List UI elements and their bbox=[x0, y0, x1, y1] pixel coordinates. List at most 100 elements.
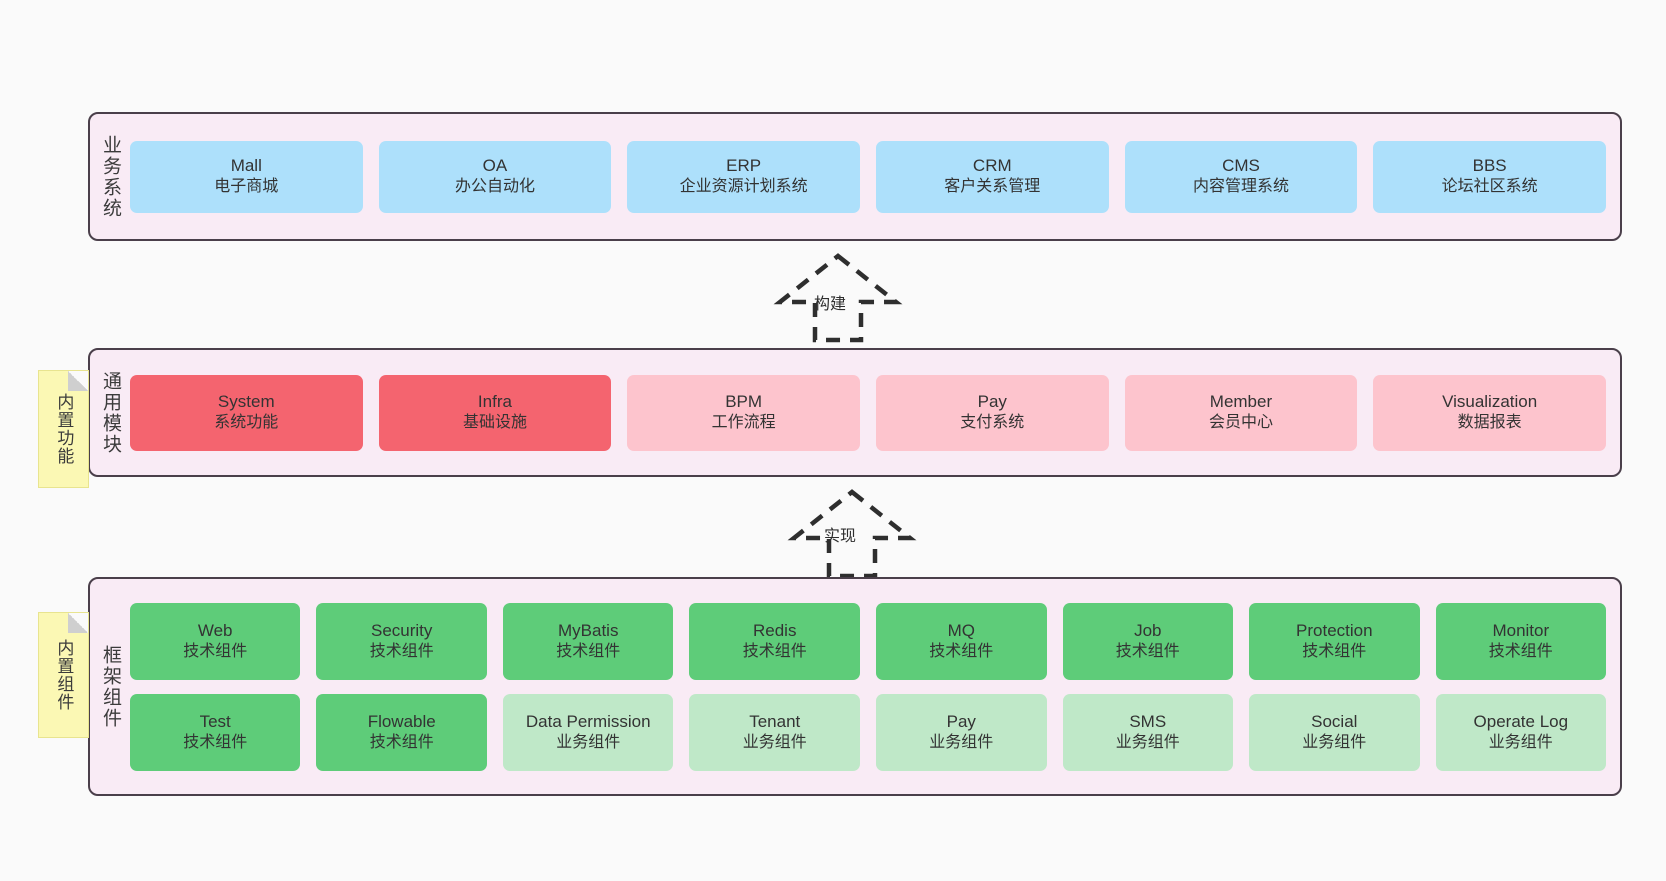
layer-title-business-system: 业务系统 bbox=[99, 134, 121, 219]
arrow-build: 构建 bbox=[748, 252, 928, 344]
card-title: CMS bbox=[1222, 156, 1260, 176]
card-title: BBS bbox=[1472, 156, 1507, 176]
card-title: Protection bbox=[1296, 620, 1373, 640]
card-title: System bbox=[217, 392, 275, 412]
card-title: Flowable bbox=[367, 711, 436, 731]
card-title: Mall bbox=[230, 156, 262, 176]
card-row: Test 技术组件 Flowable 技术组件 Data Permission … bbox=[129, 693, 1607, 771]
card-subtitle: 技术组件 bbox=[556, 642, 621, 660]
card-title: Redis bbox=[753, 620, 797, 640]
card-web[interactable]: Web 技术组件 bbox=[129, 602, 301, 680]
card-subtitle: 基础设施 bbox=[462, 414, 527, 432]
card-subtitle: 电子商城 bbox=[214, 178, 279, 196]
card-subtitle: 业务组件 bbox=[929, 733, 994, 751]
card-title: Data Permission bbox=[525, 711, 651, 731]
card-pay-module[interactable]: Pay 支付系统 bbox=[875, 374, 1109, 451]
note-label: 内置组件 bbox=[54, 639, 74, 711]
card-subtitle: 工作流程 bbox=[711, 414, 776, 432]
card-subtitle: 支付系统 bbox=[960, 414, 1025, 432]
layer-body-framework-component: Web 技术组件 Security 技术组件 MyBatis 技术组件 Redi… bbox=[126, 579, 1620, 794]
card-flowable[interactable]: Flowable 技术组件 bbox=[316, 693, 487, 771]
card-data-permission[interactable]: Data Permission 业务组件 bbox=[502, 693, 674, 771]
card-test[interactable]: Test 技术组件 bbox=[129, 693, 301, 771]
card-subtitle: 技术组件 bbox=[369, 733, 434, 751]
card-title: Operate Log bbox=[1473, 711, 1569, 731]
note-builtin-function: 内置功能 bbox=[38, 370, 89, 488]
card-subtitle: 办公自动化 bbox=[454, 178, 535, 196]
card-subtitle: 技术组件 bbox=[369, 642, 434, 660]
card-mall[interactable]: Mall 电子商城 bbox=[129, 140, 363, 213]
dashed-hollow-arrow-icon bbox=[787, 489, 917, 579]
layer-title-common-module: 通用模块 bbox=[99, 370, 121, 455]
card-pay-component[interactable]: Pay 业务组件 bbox=[876, 693, 1047, 771]
card-subtitle: 业务组件 bbox=[1302, 733, 1367, 751]
card-operate-log[interactable]: Operate Log 业务组件 bbox=[1435, 693, 1607, 771]
card-visualization[interactable]: Visualization 数据报表 bbox=[1373, 374, 1606, 451]
card-infra[interactable]: Infra 基础设施 bbox=[378, 374, 612, 451]
card-system[interactable]: System 系统功能 bbox=[129, 374, 363, 451]
card-tenant[interactable]: Tenant 业务组件 bbox=[689, 693, 860, 771]
card-subtitle: 业务组件 bbox=[556, 733, 621, 751]
card-subtitle: 系统功能 bbox=[214, 414, 279, 432]
card-job[interactable]: Job 技术组件 bbox=[1062, 602, 1234, 680]
card-title: MyBatis bbox=[557, 620, 619, 640]
card-subtitle: 数据报表 bbox=[1457, 414, 1522, 432]
layer-framework-component: 框架组件 Web 技术组件 Security 技术组件 MyBatis 技术组件… bbox=[88, 577, 1622, 796]
card-subtitle: 技术组件 bbox=[742, 642, 807, 660]
card-title: MQ bbox=[947, 620, 975, 640]
card-mq[interactable]: MQ 技术组件 bbox=[876, 602, 1047, 680]
card-security[interactable]: Security 技术组件 bbox=[316, 602, 487, 680]
card-title: Social bbox=[1311, 711, 1358, 731]
card-bpm[interactable]: BPM 工作流程 bbox=[627, 374, 860, 451]
card-title: BPM bbox=[725, 392, 763, 412]
card-title: Security bbox=[371, 620, 433, 640]
layer-body-common-module: System 系统功能 Infra 基础设施 BPM 工作流程 Pay 支付系统… bbox=[126, 350, 1620, 475]
layer-common-module: 通用模块 System 系统功能 Infra 基础设施 BPM 工作流程 Pay… bbox=[88, 348, 1622, 477]
card-title: Job bbox=[1134, 620, 1162, 640]
card-erp[interactable]: ERP 企业资源计划系统 bbox=[627, 140, 860, 213]
card-title: Visualization bbox=[1442, 392, 1538, 412]
card-title: OA bbox=[482, 156, 508, 176]
card-subtitle: 内容管理系统 bbox=[1192, 178, 1289, 196]
card-subtitle: 技术组件 bbox=[183, 642, 248, 660]
card-subtitle: 会员中心 bbox=[1208, 414, 1273, 432]
card-subtitle: 业务组件 bbox=[1488, 733, 1553, 751]
card-title: Tenant bbox=[749, 711, 801, 731]
card-mybatis[interactable]: MyBatis 技术组件 bbox=[502, 602, 674, 680]
card-subtitle: 论坛社区系统 bbox=[1441, 178, 1538, 196]
card-monitor[interactable]: Monitor 技术组件 bbox=[1435, 602, 1607, 680]
card-crm[interactable]: CRM 客户关系管理 bbox=[875, 140, 1109, 213]
card-sms[interactable]: SMS 业务组件 bbox=[1062, 693, 1234, 771]
card-subtitle: 客户关系管理 bbox=[944, 178, 1041, 196]
card-member[interactable]: Member 会员中心 bbox=[1124, 374, 1358, 451]
card-row: Mall 电子商城 OA 办公自动化 ERP 企业资源计划系统 CRM 客户关系… bbox=[129, 140, 1606, 213]
card-row: System 系统功能 Infra 基础设施 BPM 工作流程 Pay 支付系统… bbox=[129, 374, 1606, 451]
card-subtitle: 技术组件 bbox=[1115, 642, 1180, 660]
dashed-hollow-arrow-icon bbox=[773, 253, 903, 343]
card-title: CRM bbox=[972, 156, 1012, 176]
arrow-label-build: 构建 bbox=[814, 296, 847, 313]
card-title: Test bbox=[199, 711, 231, 731]
card-subtitle: 技术组件 bbox=[183, 733, 248, 751]
card-title: ERP bbox=[726, 156, 762, 176]
card-bbs[interactable]: BBS 论坛社区系统 bbox=[1373, 140, 1606, 213]
card-protection[interactable]: Protection 技术组件 bbox=[1249, 602, 1420, 680]
card-cms[interactable]: CMS 内容管理系统 bbox=[1124, 140, 1358, 213]
card-title: Pay bbox=[946, 711, 976, 731]
note-label: 内置功能 bbox=[54, 393, 74, 465]
card-oa[interactable]: OA 办公自动化 bbox=[378, 140, 612, 213]
layer-body-business-system: Mall 电子商城 OA 办公自动化 ERP 企业资源计划系统 CRM 客户关系… bbox=[126, 114, 1620, 239]
card-title: Web bbox=[197, 620, 233, 640]
card-row: Web 技术组件 Security 技术组件 MyBatis 技术组件 Redi… bbox=[129, 602, 1607, 680]
card-subtitle: 企业资源计划系统 bbox=[679, 178, 808, 196]
card-social[interactable]: Social 业务组件 bbox=[1249, 693, 1420, 771]
card-redis[interactable]: Redis 技术组件 bbox=[689, 602, 860, 680]
card-title: Pay bbox=[977, 392, 1007, 412]
layer-business-system: 业务系统 Mall 电子商城 OA 办公自动化 ERP 企业资源计划系统 CRM… bbox=[88, 112, 1622, 241]
card-subtitle: 业务组件 bbox=[742, 733, 807, 751]
card-subtitle: 技术组件 bbox=[929, 642, 994, 660]
card-title: SMS bbox=[1129, 711, 1167, 731]
card-title: Infra bbox=[477, 392, 512, 412]
card-subtitle: 技术组件 bbox=[1488, 642, 1553, 660]
arrow-label-implement: 实现 bbox=[824, 528, 857, 545]
